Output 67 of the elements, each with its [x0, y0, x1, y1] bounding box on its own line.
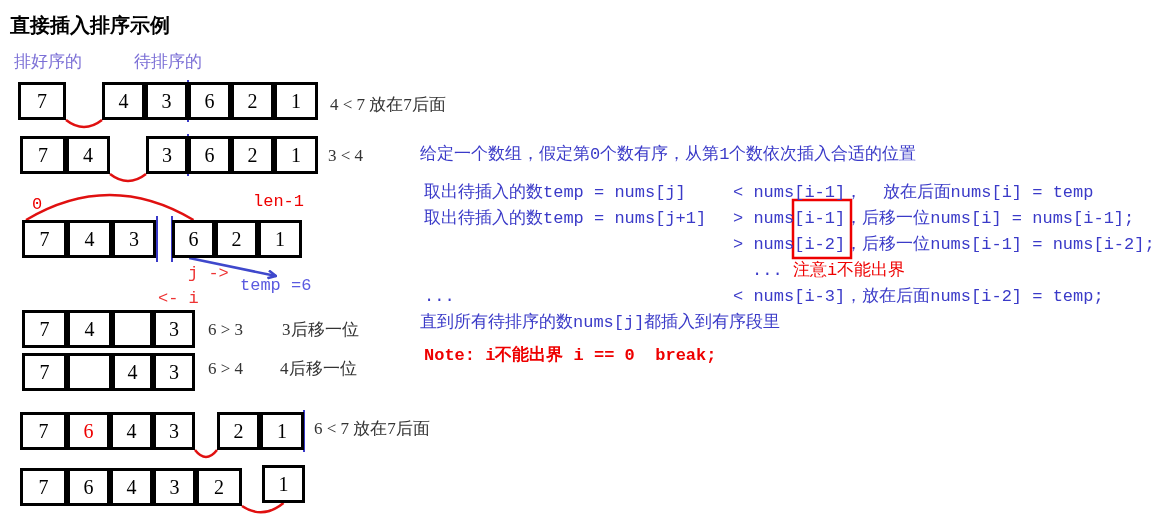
array-cell: 2: [196, 468, 242, 506]
array-cell: 3: [145, 82, 188, 120]
array-cell: 2: [231, 136, 274, 174]
array-cell: 7: [20, 412, 67, 450]
array-cell: 2: [231, 82, 274, 120]
array-cell: 3: [153, 353, 195, 391]
array-cell: 6: [172, 220, 215, 258]
connector-arc: [109, 173, 147, 183]
array-cell: 6: [188, 82, 231, 120]
array-cell: 6: [67, 468, 110, 506]
code-text: < nums[i-3]，放在后面nums[i-2] = temp;: [733, 287, 1104, 307]
array-cell: 6: [188, 136, 231, 174]
array-cell: 6: [67, 412, 110, 450]
array-cell: 4: [102, 82, 145, 120]
ellipsis: ...: [424, 287, 455, 307]
array-cell: 3: [153, 468, 196, 506]
array-cell: 1: [274, 136, 318, 174]
index-label: len-1: [253, 192, 304, 212]
group-label: 排好序的: [14, 52, 82, 72]
description-text: 直到所有待排序的数nums[j]都插入到有序段里: [420, 313, 781, 333]
array-cell: 7: [22, 353, 67, 391]
array-cell: 4: [112, 353, 153, 391]
array-cell: 1: [262, 465, 305, 503]
array-cell: 1: [274, 82, 318, 120]
note-text: Note: i不能出界 i == 0 break;: [424, 346, 717, 366]
array-cell: 3: [153, 412, 195, 450]
array-cell: 3: [112, 220, 156, 258]
comparison-note: 6 < 7 放在7后面: [314, 419, 430, 439]
comparison-note: 3 < 4: [328, 146, 364, 166]
code-text: < nums[i-1]， 放在后面nums[i] = temp: [733, 183, 1094, 203]
array-cell: 4: [67, 310, 112, 348]
comparison-note: 6 > 3: [208, 320, 244, 340]
array-cell: 4: [66, 136, 110, 174]
array-cell: 7: [22, 310, 67, 348]
variable-label: temp =6: [240, 276, 312, 298]
ellipsis: ...: [752, 261, 783, 281]
array-cell: 7: [18, 82, 66, 120]
description-text: 给定一个数组，假定第0个数有序，从第1个数依次插入合适的位置: [420, 145, 917, 165]
array-cell: 1: [258, 220, 302, 258]
code-text: 取出待插入的数temp = nums[j+1]: [424, 209, 707, 229]
arrow: [188, 256, 278, 280]
array-cell: 7: [20, 468, 67, 506]
array-cell: 4: [110, 412, 153, 450]
array-cell: 2: [217, 412, 260, 450]
diagram-title: 直接插入排序示例: [10, 12, 170, 39]
array-cell: 4: [67, 220, 112, 258]
array-cell: 7: [22, 220, 67, 258]
array-cell: 2: [215, 220, 258, 258]
array-cell: 7: [20, 136, 66, 174]
array-cell: 3: [153, 310, 195, 348]
comparison-note: 6 > 4: [208, 359, 244, 379]
comparison-note: 4 < 7 放在7后面: [330, 95, 446, 115]
connector-arc: [194, 449, 218, 459]
warning-note: 注意i不能出界: [793, 261, 906, 281]
array-cell: 3: [146, 136, 188, 174]
step-note: 4后移一位: [280, 359, 357, 379]
connector-arc: [25, 193, 195, 222]
array-cell: 1: [260, 412, 304, 450]
step-note: 3后移一位: [282, 320, 359, 340]
code-text: 取出待插入的数temp = nums[j]: [424, 183, 686, 203]
array-cell: 4: [110, 468, 153, 506]
connector-arc: [241, 502, 285, 514]
pointer-label: <- i: [158, 289, 199, 309]
index-label: 0: [32, 195, 43, 215]
connector-arc: [65, 119, 103, 129]
group-label: 待排序的: [134, 52, 202, 72]
pointer-label: j ->: [188, 264, 229, 284]
